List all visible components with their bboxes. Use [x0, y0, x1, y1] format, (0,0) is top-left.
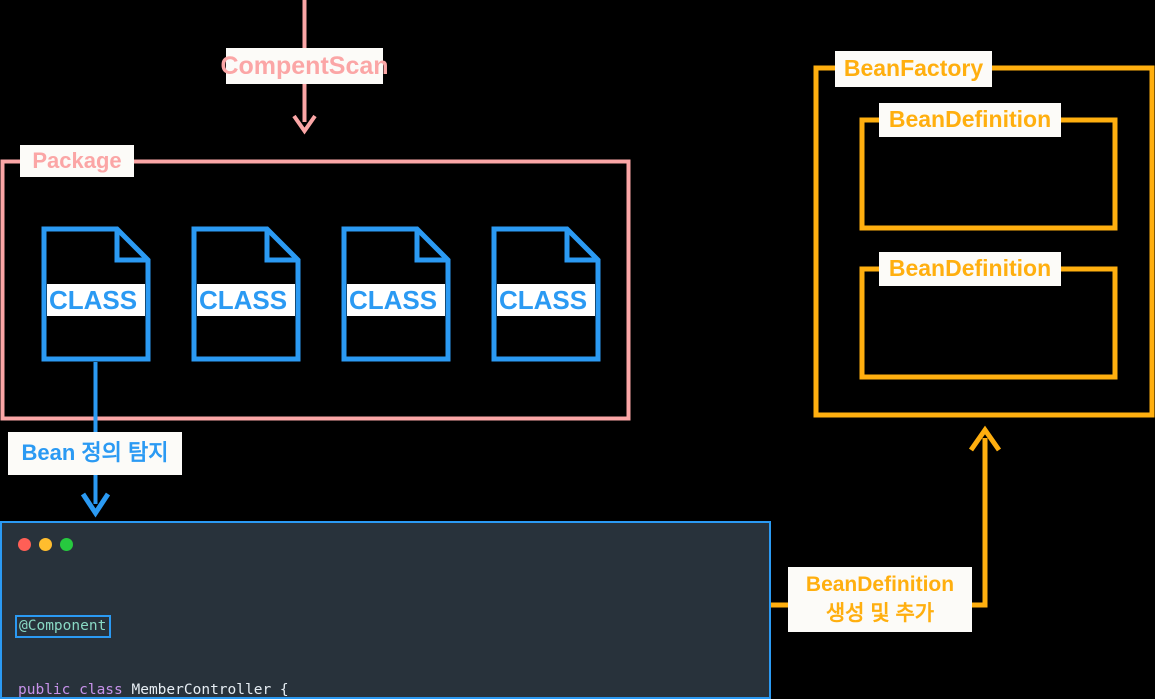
bean-detect-arrow-head — [80, 492, 111, 518]
componentscan-arrow-head — [292, 114, 317, 135]
bean-definition-create-arrow-head — [968, 425, 1002, 452]
class-file-card: CLASS — [341, 226, 451, 362]
class-file-card: CLASS — [491, 226, 601, 362]
code-keyword: public class — [18, 682, 123, 698]
code-class-name: MemberController { — [122, 682, 289, 698]
class-file-card: CLASS — [41, 226, 151, 362]
class-file-label: CLASS — [197, 284, 295, 316]
componentscan-label: CompentScan — [220, 48, 389, 84]
bean-definition-label: BeanDefinition — [879, 103, 1061, 137]
code-line-declaration: public class MemberController { — [18, 680, 761, 698]
window-zoom-icon[interactable] — [60, 538, 73, 551]
package-label: Package — [20, 145, 134, 177]
bean-factory-label: BeanFactory — [835, 51, 992, 87]
bean-definition-create-line1: BeanDefinition — [805, 573, 955, 597]
class-file-label: CLASS — [47, 284, 145, 316]
code-window-titlebar[interactable] — [2, 523, 769, 565]
file-document-icon — [491, 226, 601, 362]
class-file-label: CLASS — [497, 284, 595, 316]
bean-definition-create-label: BeanDefinition 생성 및 추가 — [788, 567, 972, 632]
bean-definition-label: BeanDefinition — [879, 252, 1061, 286]
file-document-icon — [191, 226, 301, 362]
window-close-icon[interactable] — [18, 538, 31, 551]
code-editor-window[interactable]: @Component public class MemberController… — [0, 521, 771, 699]
file-document-icon — [41, 226, 151, 362]
class-file-label: CLASS — [347, 284, 445, 316]
bean-definition-create-line2: 생성 및 추가 — [825, 601, 935, 625]
code-line-annotation: @Component — [15, 615, 761, 638]
class-file-card: CLASS — [191, 226, 301, 362]
bean-detect-label: Bean 정의 탐지 — [8, 432, 182, 475]
file-document-icon — [341, 226, 451, 362]
code-content[interactable]: @Component public class MemberController… — [15, 575, 761, 698]
window-minimize-icon[interactable] — [39, 538, 52, 551]
component-annotation-highlight: @Component — [15, 615, 112, 638]
